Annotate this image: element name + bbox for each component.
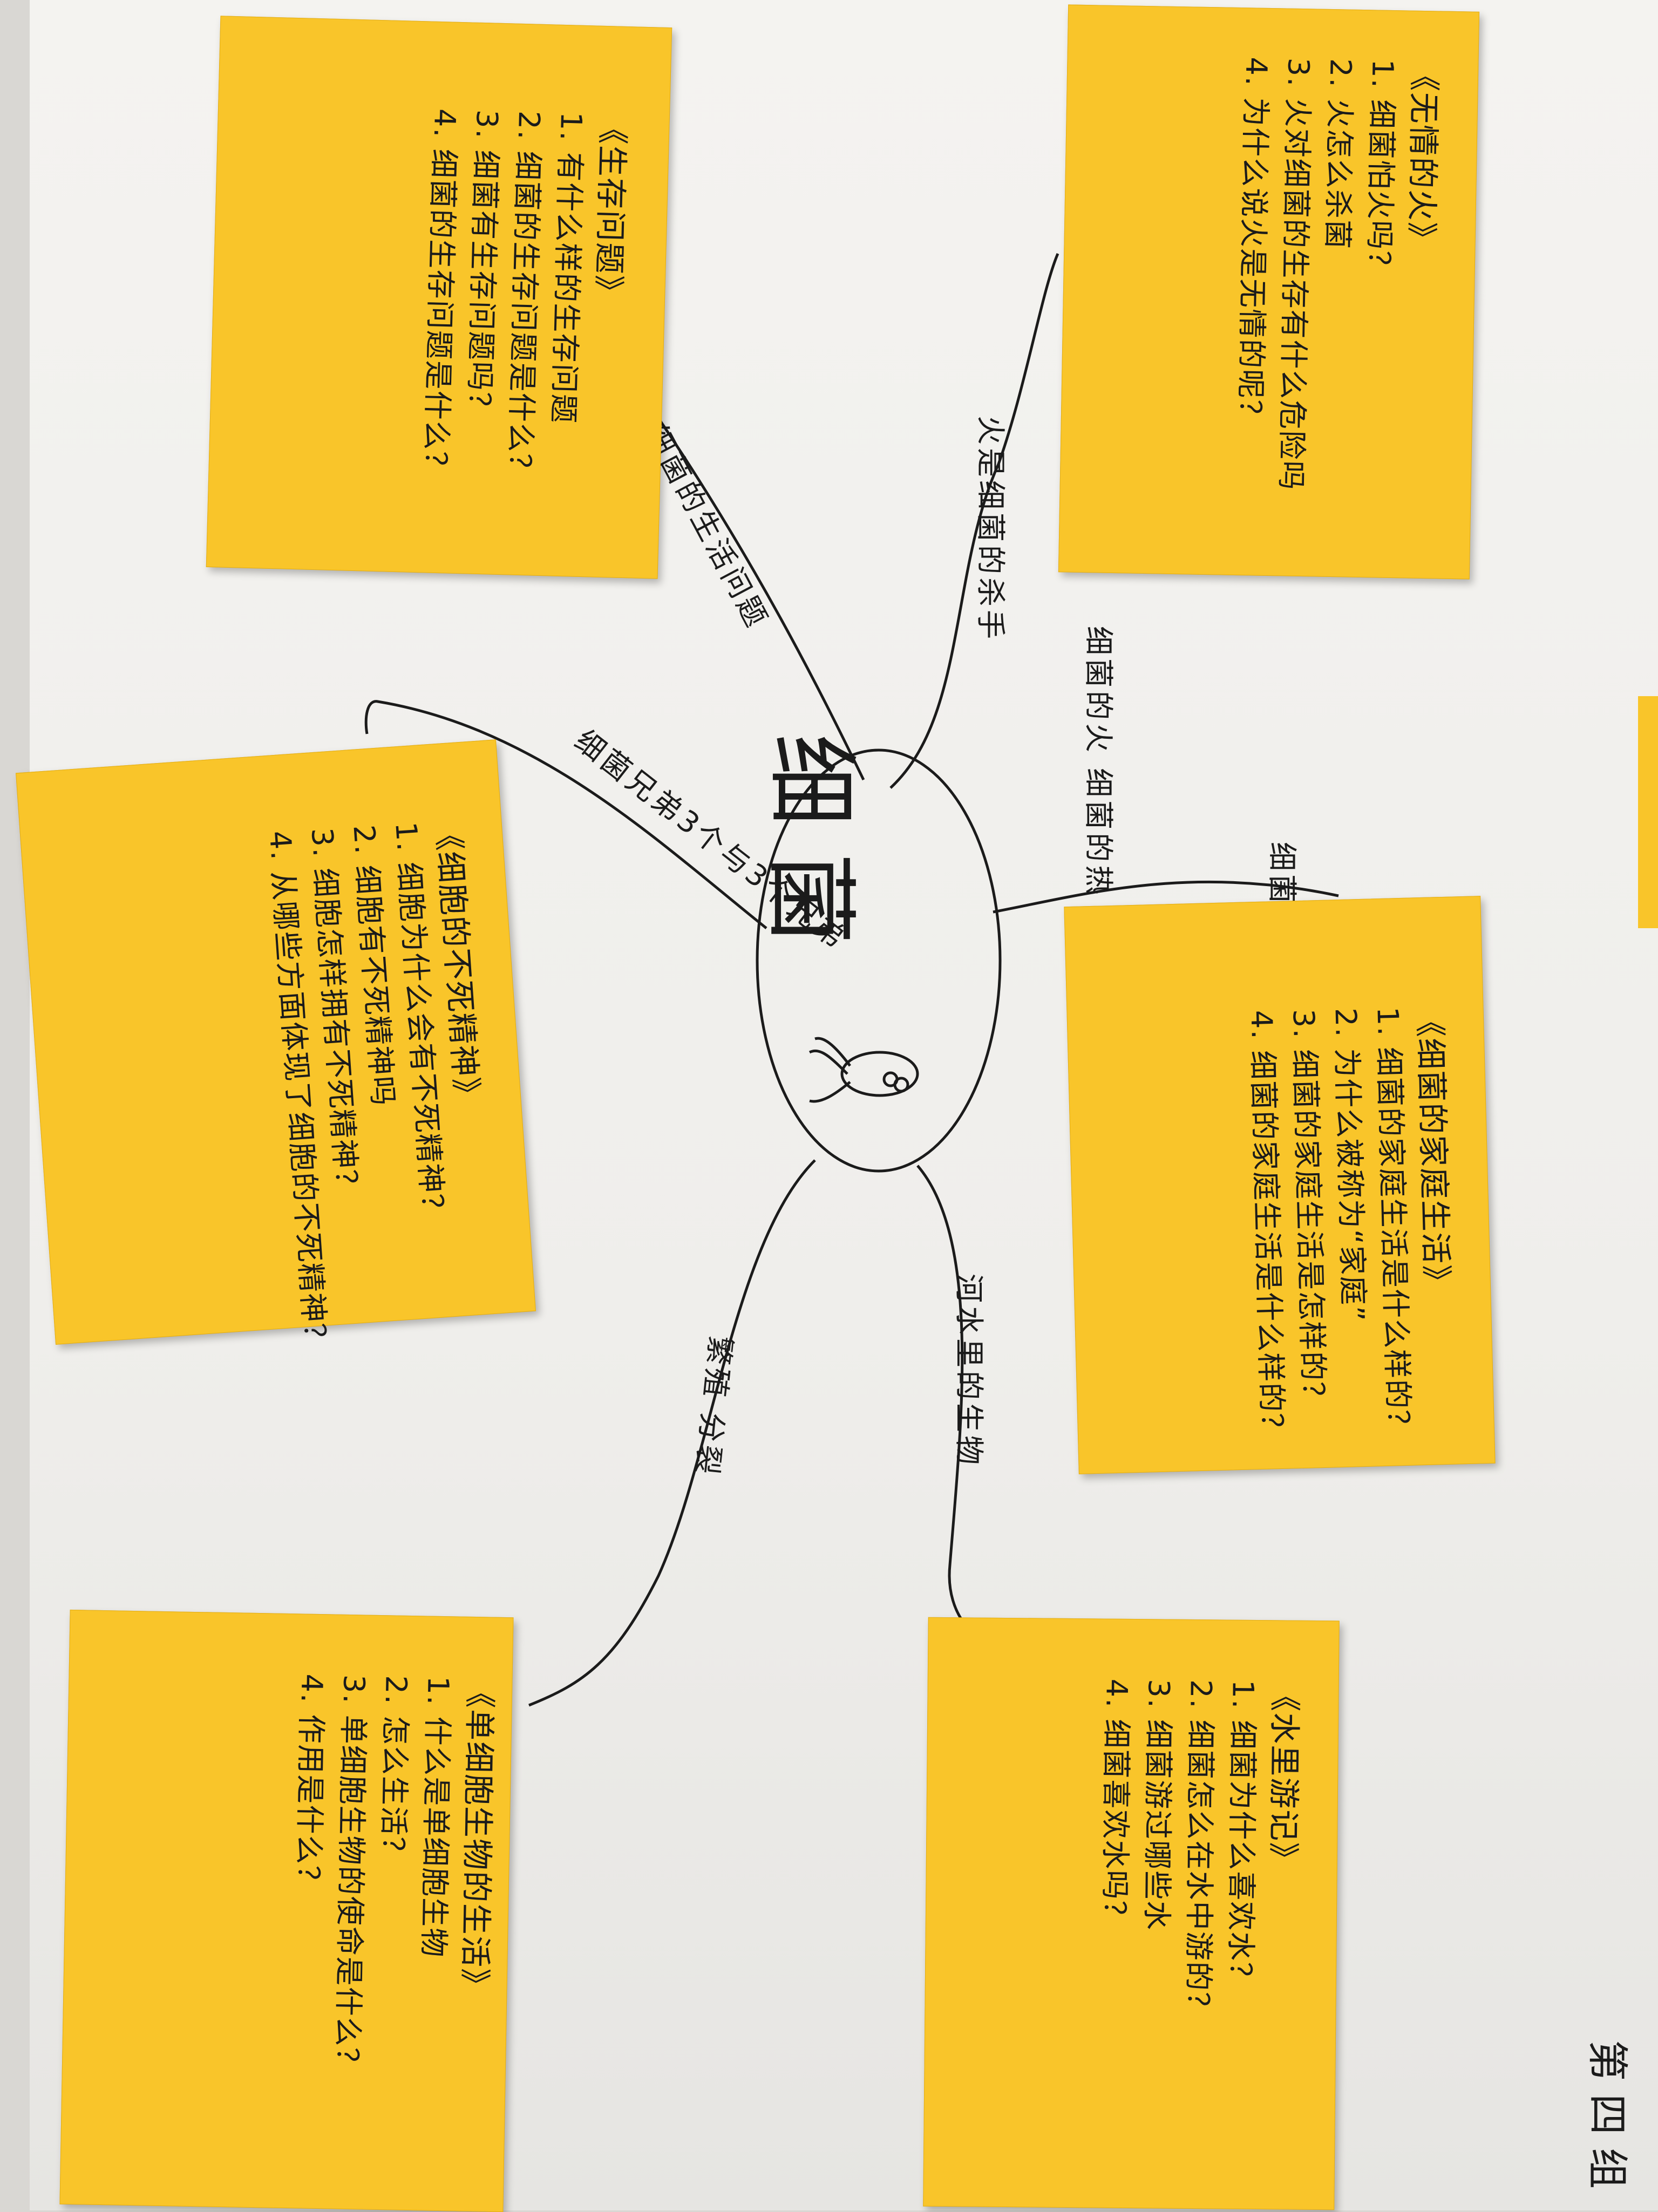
sticky-note-survival-problem: 《生存问题》 1. 有什么样的生存问题 2. 细菌的生存问题是什么？ 3. 细菌… — [206, 16, 672, 579]
sticky-note-bacteria-family: 《细菌的家庭生活》 1. 细菌的家庭生活是什么样的？ 2. 为什么被称为“家庭”… — [1064, 896, 1496, 1474]
note-line: 1. 什么是单细胞生物 — [416, 1676, 456, 1958]
sticky-note-water-travel: 《水里游记》 1. 细菌为什么喜欢水？ 2. 细菌怎么在水中游的？ 3. 细菌游… — [923, 1617, 1340, 2210]
note-title: 《单细胞生物的生活》 — [456, 1676, 499, 2001]
branch-line-life — [651, 409, 865, 781]
note-line: 4. 为什么说火是无情的呢？ — [1233, 56, 1274, 430]
sticky-note-immortal-spirit: 《细胞的不死精神》 1. 细胞为什么会有不死精神？ 2. 细胞有不死精神吗 3.… — [16, 739, 536, 1355]
note-line: 2. 细菌怎么在水中游的？ — [1181, 1679, 1218, 2023]
bacteria-doodle — [808, 1037, 919, 1103]
note-title: 《无情的火》 — [1403, 59, 1443, 255]
note-line: 2. 火怎么杀菌 — [1320, 58, 1358, 250]
branch-label-water: 河水里的生物 — [952, 1274, 986, 1468]
edge-sticky-note — [1638, 696, 1658, 928]
note-line: 4. 细菌喜欢水吗？ — [1097, 1678, 1134, 1931]
note-line: 1. 细菌怕火吗？ — [1362, 59, 1400, 281]
note-title: 《水里游记》 — [1265, 1680, 1303, 1875]
branch-line-heat — [993, 880, 1339, 914]
branch-label-heat: 细菌的火 细菌的热 — [1082, 626, 1116, 898]
group-label: 第四组 — [1584, 2040, 1632, 2202]
branch-line-fire — [889, 253, 1059, 789]
branch-line-reproduce — [528, 1159, 816, 1707]
note-line: 2. 怎么生活？ — [376, 1675, 413, 1867]
sticky-note-ruthless-fire: 《无情的火》 1. 细菌怕火吗？ 2. 火怎么杀菌 3. 火对细菌的生存有什么危… — [1058, 4, 1480, 580]
note-line: 3. 单细胞生物的使命是什么？ — [330, 1674, 371, 2078]
note-line: 4. 作用是什么？ — [291, 1673, 329, 1896]
branch-label-fire: 火是细菌的杀手 — [974, 416, 1008, 642]
note-line: 1. 细菌为什么喜欢水？ — [1223, 1679, 1260, 1992]
branch-line-brothers — [364, 700, 767, 929]
note-line: 3. 火对细菌的生存有什么危险吗 — [1274, 57, 1316, 492]
center-ellipse — [756, 748, 1002, 1173]
note-line: 3. 细菌游过哪些水 — [1139, 1679, 1176, 1931]
sticky-note-single-cell: 《单细胞生物的生活》 1. 什么是单细胞生物 2. 怎么生活？ 3. 单细胞生物… — [59, 1609, 514, 2212]
